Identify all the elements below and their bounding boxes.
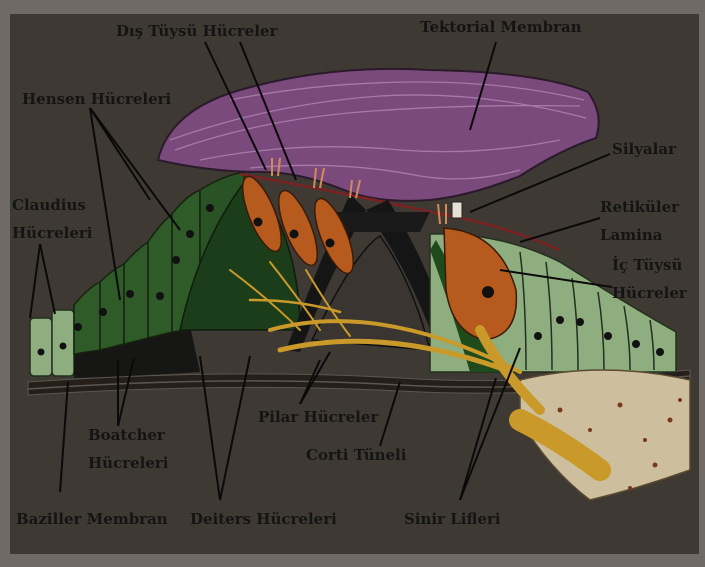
inner-hair-cell-nucleus — [482, 286, 494, 298]
label-reticular-line2: Lamina — [600, 226, 663, 244]
label-outer-hair-cells: Dış Tüysü Hücreler — [116, 22, 278, 40]
claudius-cells — [30, 310, 74, 376]
label-inner-hair-line1: İç Tüysü — [612, 255, 682, 274]
label-boettcher-line2: Hücreleri — [88, 454, 169, 472]
label-tectorial-membrane: Tektorial Membran — [420, 18, 582, 36]
label-basilar-membrane: Baziller Membran — [16, 510, 168, 528]
label-claudius-line2: Hücreleri — [12, 224, 93, 242]
label-reticular-line1: Retiküler — [600, 198, 680, 216]
label-deiters-cells: Deiters Hücreleri — [190, 510, 337, 528]
label-hensen-cells: Hensen Hücreleri — [22, 90, 172, 108]
label-cilia: Silyalar — [612, 140, 677, 158]
label-pillar-cells: Pilar Hücreler — [258, 408, 379, 426]
label-corti-tunnel: Corti Tüneli — [306, 446, 407, 464]
label-boettcher-line1: Boatcher — [88, 426, 166, 444]
label-inner-hair-line2: Hücreler — [612, 284, 688, 302]
label-claudius-line1: Claudius — [12, 196, 86, 214]
label-nerve-fibers: Sinir Lifleri — [404, 510, 501, 528]
cilia-marker — [452, 202, 462, 218]
